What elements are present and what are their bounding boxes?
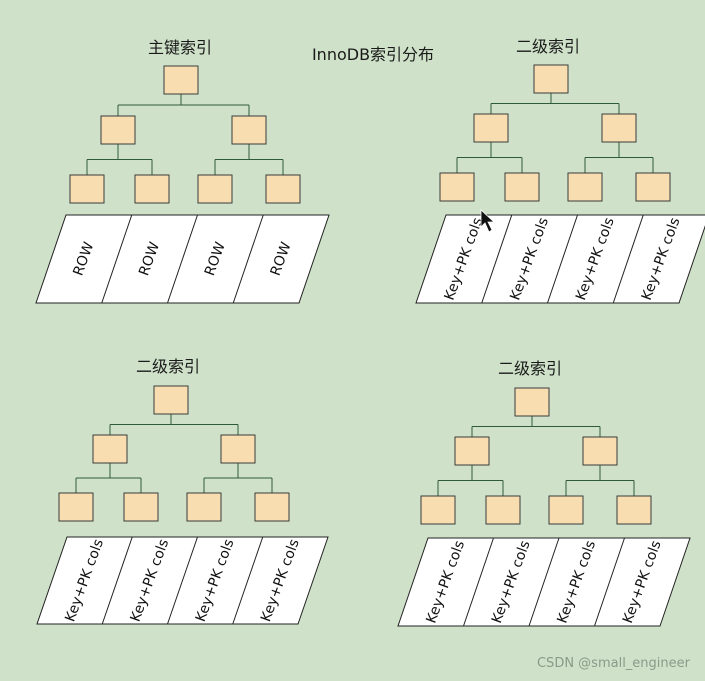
leaf-node [420,495,456,525]
root-node [514,387,550,417]
root-connector [490,93,620,114]
leaf-node [548,495,584,525]
cell-separator [101,536,133,625]
internal-node [473,113,509,143]
leaf-node [197,174,233,204]
root-connector [117,94,250,116]
cell-separator [481,214,513,304]
leaf-node [134,174,170,204]
leaf-node [186,492,222,522]
leaf-node [616,495,652,525]
tree-title: 二级索引 [136,357,200,376]
cell-separator [167,536,198,625]
tree-title: 二级索引 [498,359,562,378]
cell-separator [232,536,264,625]
right-branch-connector [584,142,654,173]
internal-node [220,434,256,464]
leaf-node [485,495,521,525]
leaf-page-box [415,214,705,304]
left-branch-connector [456,142,523,173]
left-branch-connector [75,463,142,493]
right-branch-connector [203,463,273,493]
diagram-title: InnoDB索引分布 [312,45,434,64]
root-connector [471,416,601,437]
tree-title: 二级索引 [516,37,580,56]
internal-node [92,434,128,464]
watermark: CSDN @small_engineer [537,656,691,671]
cell-separator [463,537,494,627]
tree-title: 主键索引 [148,38,212,57]
leaf-node [123,492,159,522]
right-branch-connector [565,465,635,496]
left-branch-connector [86,144,153,175]
leaf-node [58,492,94,522]
leaf-node [504,172,540,202]
leaf-node [69,174,105,204]
cell-separator [101,214,133,304]
leaf-node [635,172,671,202]
internal-node [582,436,618,466]
root-node [163,65,199,95]
mouse-cursor-icon [480,209,496,233]
cell-separator [167,214,198,304]
right-branch-connector [214,144,284,175]
cell-separator [232,214,264,304]
leaf-node [265,174,301,204]
leaf-node [439,172,475,202]
leaf-node [567,172,603,202]
internal-node [100,115,136,145]
cell-separator [547,214,578,304]
internal-node [601,113,637,143]
left-branch-connector [437,465,504,496]
leaf-node [254,492,290,522]
internal-node [231,115,267,145]
root-connector [109,414,239,435]
cell-separator [528,537,560,627]
cell-separator [594,537,625,627]
root-node [153,385,189,415]
cell-separator [612,214,644,304]
internal-node [454,436,490,466]
root-node [533,64,569,94]
